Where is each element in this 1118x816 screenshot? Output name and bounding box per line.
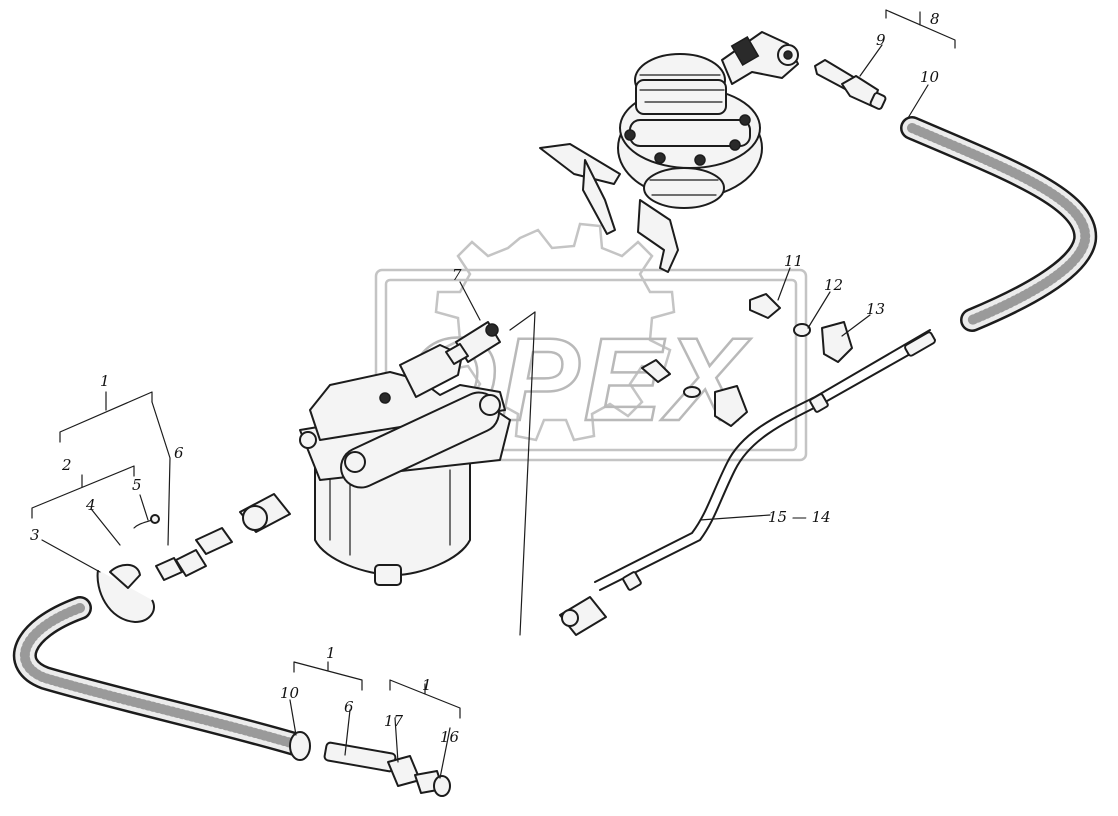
callout-11: 11	[784, 252, 803, 270]
lower-fuel-hose	[13, 596, 310, 757]
callout-6-bottom: 6	[344, 698, 354, 716]
fuel-line-14-15	[559, 329, 936, 636]
callout-8: 8	[930, 10, 940, 28]
parts-11-13	[641, 293, 853, 427]
callout-6-top: 6	[174, 444, 184, 462]
callout-5: 5	[132, 476, 142, 494]
callout-1-top: 1	[100, 372, 110, 390]
fitting-7	[445, 321, 501, 365]
callout-4: 4	[85, 496, 96, 514]
filter-leader-line	[509, 311, 536, 636]
callout-1-bottom-b: 1	[422, 676, 432, 694]
fittings-left	[96, 493, 291, 623]
fitting-9	[814, 59, 887, 110]
fuel-pump	[539, 31, 799, 273]
bottom-fittings	[289, 731, 451, 797]
callout-10-top: 10	[920, 68, 940, 86]
upper-fuel-hose	[900, 116, 1098, 332]
callout-1-bottom-a: 1	[326, 644, 336, 662]
fuel-filter	[299, 344, 511, 586]
callout-3: 3	[30, 526, 40, 544]
callout-15-14: 15 — 14	[768, 508, 831, 526]
callout-17: 17	[384, 712, 404, 730]
callout-7: 7	[452, 266, 462, 284]
callout-2: 2	[61, 456, 72, 474]
callout-12: 12	[824, 276, 843, 294]
callout-labels: 1 2 3 4 5 6 7 8 9 10 11 12 13 15 — 14 1 …	[30, 10, 940, 746]
callout-16: 16	[440, 728, 460, 746]
callout-10-bottom: 10	[280, 684, 300, 702]
callout-9: 9	[876, 31, 886, 49]
callout-13: 13	[866, 300, 885, 318]
callout-lines	[31, 9, 956, 779]
